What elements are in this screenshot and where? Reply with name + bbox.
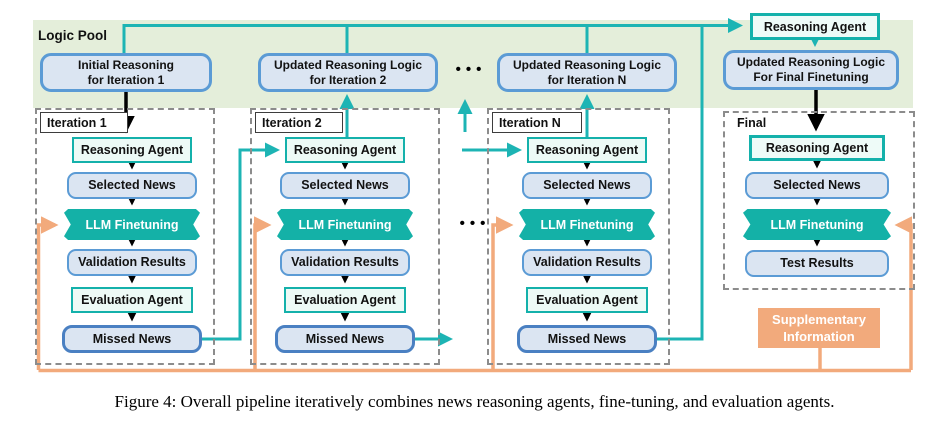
supp-to-llmN-arrow: [491, 216, 514, 370]
iter1-validation-results: Validation Results: [67, 249, 197, 276]
logic-pool-ellipsis: •••: [455, 61, 487, 78]
iterN-missed-news: Missed News: [517, 325, 657, 353]
final-frame: [723, 111, 915, 290]
iterN-validation-results: Validation Results: [522, 249, 652, 276]
iter2-reasoning-agent: Reasoning Agent: [285, 137, 405, 163]
logic-pool-to-final-agent-wire: [122, 18, 743, 53]
missed1-to-agent2-wire: [202, 142, 280, 341]
iterN-evaluation-agent: Evaluation Agent: [526, 287, 648, 313]
updated-logic-iter2-box: Updated Reasoning Logic for Iteration 2: [258, 53, 438, 92]
iter2-llm-finetuning: LLM Finetuning: [277, 209, 413, 240]
final-llm-finetuning: LLM Finetuning: [743, 209, 891, 240]
supp-to-llm1-arrow: [36, 216, 59, 370]
iter1-evaluation-agent: Evaluation Agent: [71, 287, 193, 313]
supplementary-information-box: Supplementary Information: [758, 308, 880, 348]
iter2-selected-news: Selected News: [280, 172, 410, 199]
iteration2-label: Iteration 2: [255, 112, 343, 133]
final-reasoning-agent: Reasoning Agent: [749, 135, 885, 161]
iter1-missed-news: Missed News: [62, 325, 202, 353]
iterN-llm-finetuning: LLM Finetuning: [519, 209, 655, 240]
supp-to-llm2-arrow: [253, 216, 272, 370]
iter2-missed-news: Missed News: [275, 325, 415, 353]
missed-news-iterN-to-pool-wire: [657, 27, 704, 341]
black-flow-arrows: [117, 90, 825, 134]
column-step-arrows: [125, 156, 824, 322]
iteration2-frame: [250, 108, 440, 365]
iter1-llm-finetuning: LLM Finetuning: [64, 209, 200, 240]
supp-to-llm-final-arrow: [894, 216, 913, 370]
initial-reasoning-box: Initial Reasoning for Iteration 1: [40, 53, 212, 92]
logic-pool-title: Logic Pool: [38, 28, 107, 43]
iterationN-label: Iteration N: [492, 112, 582, 133]
final-label: Final: [737, 116, 767, 130]
iteration1-label: Iteration 1: [40, 112, 128, 133]
final-selected-news: Selected News: [745, 172, 889, 199]
iter2-evaluation-agent: Evaluation Agent: [284, 287, 406, 313]
iterN-selected-news: Selected News: [522, 172, 652, 199]
iteration1-frame: [35, 108, 215, 365]
between-iterations-ellipsis: •••: [459, 215, 491, 232]
top-reasoning-agent-box: Reasoning Agent: [750, 13, 880, 40]
iterN-reasoning-agent: Reasoning Agent: [527, 137, 647, 163]
teal-logic-wires: [122, 18, 823, 347]
iter1-reasoning-agent: Reasoning Agent: [72, 137, 192, 163]
iter1-selected-news: Selected News: [67, 172, 197, 199]
updated-logic-iterN-box: Updated Reasoning Logic for Iteration N: [497, 53, 677, 92]
supplementary-wires: [36, 216, 913, 373]
iterationN-frame: [487, 108, 670, 365]
iter2-validation-results: Validation Results: [280, 249, 410, 276]
figure-caption: Figure 4: Overall pipeline iteratively c…: [114, 392, 835, 411]
final-test-results: Test Results: [745, 250, 889, 277]
updated-logic-final-box: Updated Reasoning Logic For Final Finetu…: [723, 50, 899, 90]
